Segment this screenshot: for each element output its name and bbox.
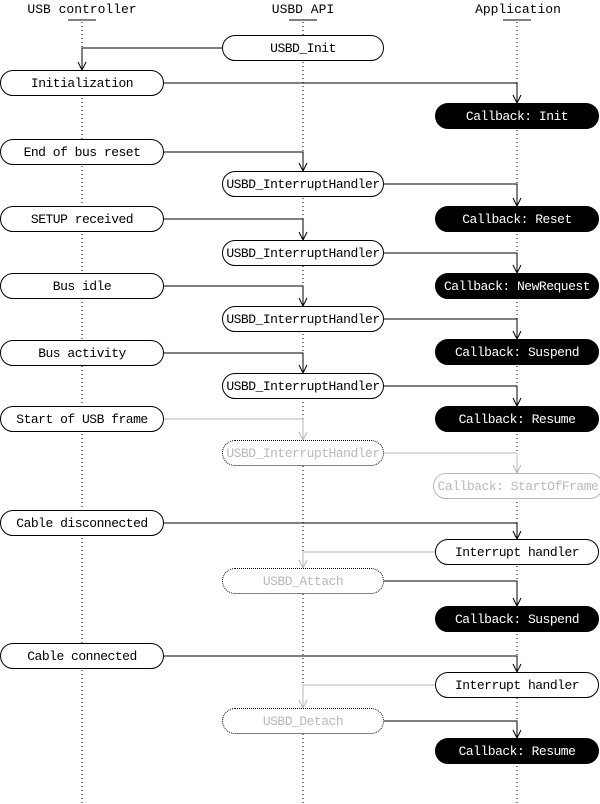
- connector-handler-to-callback-newrequest: [384, 252, 518, 273]
- connector-bus-activity-to-handler: [163, 352, 304, 373]
- node-usbd-init: USBD_Init: [222, 35, 384, 61]
- connector-initialization-to-callback-init: [163, 82, 518, 103]
- node-interrupt-handler-call-3: USBD_InterruptHandler: [222, 306, 384, 332]
- connector-handler-to-callback-suspend: [384, 318, 518, 339]
- node-interrupt-handler-2: Interrupt handler: [435, 672, 599, 698]
- connector-interrupt-handler-to-usbd-detach: [302, 684, 435, 708]
- node-start-of-usb-frame: Start of USB frame: [0, 406, 164, 432]
- node-cable-disconnected: Cable disconnected: [0, 510, 164, 536]
- column-header-application: Application: [475, 2, 561, 17]
- node-end-of-bus-reset: End of bus reset: [0, 139, 164, 165]
- node-interrupt-handler-1: Interrupt handler: [435, 539, 599, 565]
- node-cable-connected: Cable connected: [0, 643, 164, 669]
- node-callback-suspend-2: Callback: Suspend: [435, 606, 599, 632]
- connector-interrupt-handler-to-usbd-attach: [302, 551, 435, 568]
- connector-start-of-usb-frame-to-handler: [163, 418, 304, 440]
- node-interrupt-handler-call-1: USBD_InterruptHandler: [222, 171, 384, 197]
- node-usbd-attach: USBD_Attach: [222, 568, 384, 594]
- connector-handler-to-callback-resume: [384, 385, 518, 406]
- column-header-usb-controller: USB controller: [27, 2, 137, 17]
- node-interrupt-handler-call-2: USBD_InterruptHandler: [222, 240, 384, 266]
- node-callback-startofframe: Callback: StartOfFrame: [433, 473, 600, 499]
- connector-cable-connected-to-interrupt-handler: [163, 655, 518, 672]
- node-setup-received: SETUP received: [0, 206, 164, 232]
- node-callback-newrequest: Callback: NewRequest: [435, 273, 599, 299]
- connector-handler-to-callback-reset: [384, 183, 518, 206]
- connector-bus-idle-to-handler: [163, 285, 304, 306]
- node-bus-idle: Bus idle: [0, 273, 164, 299]
- node-callback-init: Callback: Init: [435, 103, 599, 129]
- connector-handler-to-callback-startofframe: [384, 452, 518, 473]
- node-initialization: Initialization: [0, 70, 164, 96]
- column-header-usbd-api: USBD API: [271, 2, 335, 17]
- node-callback-resume-2: Callback: Resume: [435, 738, 599, 764]
- connector-usbd-init-to-initialization: [81, 47, 222, 70]
- connector-usbd-detach-to-callback-resume: [384, 720, 518, 738]
- connector-setup-received-to-handler: [163, 218, 304, 240]
- node-callback-resume: Callback: Resume: [435, 406, 599, 432]
- connector-end-of-bus-reset-to-handler: [163, 151, 304, 171]
- node-bus-activity: Bus activity: [0, 340, 164, 366]
- node-usbd-detach: USBD_Detach: [222, 708, 384, 734]
- node-interrupt-handler-call-4: USBD_InterruptHandler: [222, 373, 384, 399]
- node-callback-reset: Callback: Reset: [435, 206, 599, 232]
- connector-usbd-attach-to-callback-suspend: [384, 580, 518, 606]
- node-interrupt-handler-call-5: USBD_InterruptHandler: [222, 440, 384, 466]
- connector-cable-disconnected-to-interrupt-handler: [163, 522, 518, 539]
- node-callback-suspend: Callback: Suspend: [435, 339, 599, 365]
